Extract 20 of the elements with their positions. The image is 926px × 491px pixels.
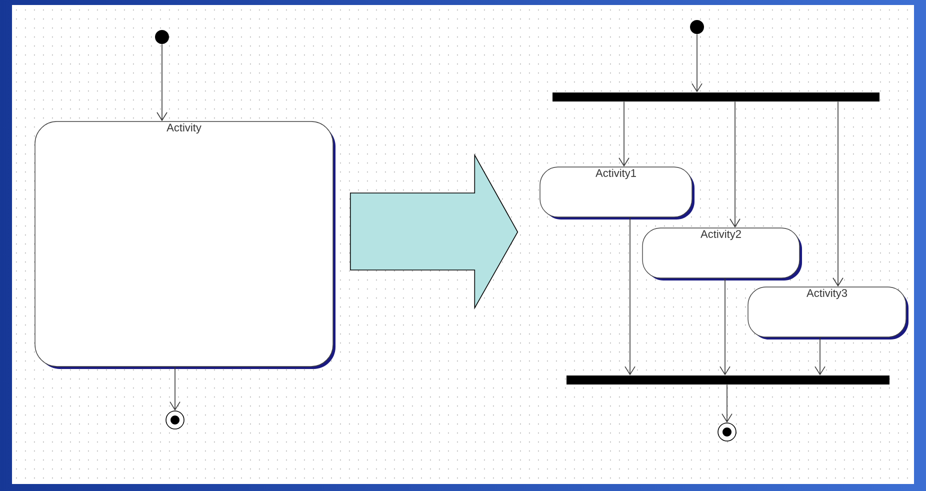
- sync-bar: [566, 376, 890, 384]
- end-bullseye: [166, 410, 184, 430]
- end-bullseye: [718, 422, 736, 442]
- arrow: [722, 384, 732, 423]
- activity-box: Activity1: [540, 166, 694, 220]
- activity-box: Activity: [34, 121, 336, 369]
- arrow: [692, 34, 702, 92]
- arrow: [720, 278, 730, 376]
- start-dot: [690, 20, 704, 34]
- arrow: [624, 216, 636, 376]
- arrow: [156, 44, 168, 122]
- activity-box: Activity2: [642, 228, 802, 280]
- arrow: [730, 101, 740, 228]
- arrow: [618, 101, 630, 167]
- arrow: [832, 101, 844, 287]
- start-dot: [155, 30, 169, 44]
- activity-box: Activity3: [748, 286, 908, 340]
- arrow: [170, 366, 180, 411]
- arrow: [814, 336, 826, 376]
- block-arrow: [350, 153, 518, 310]
